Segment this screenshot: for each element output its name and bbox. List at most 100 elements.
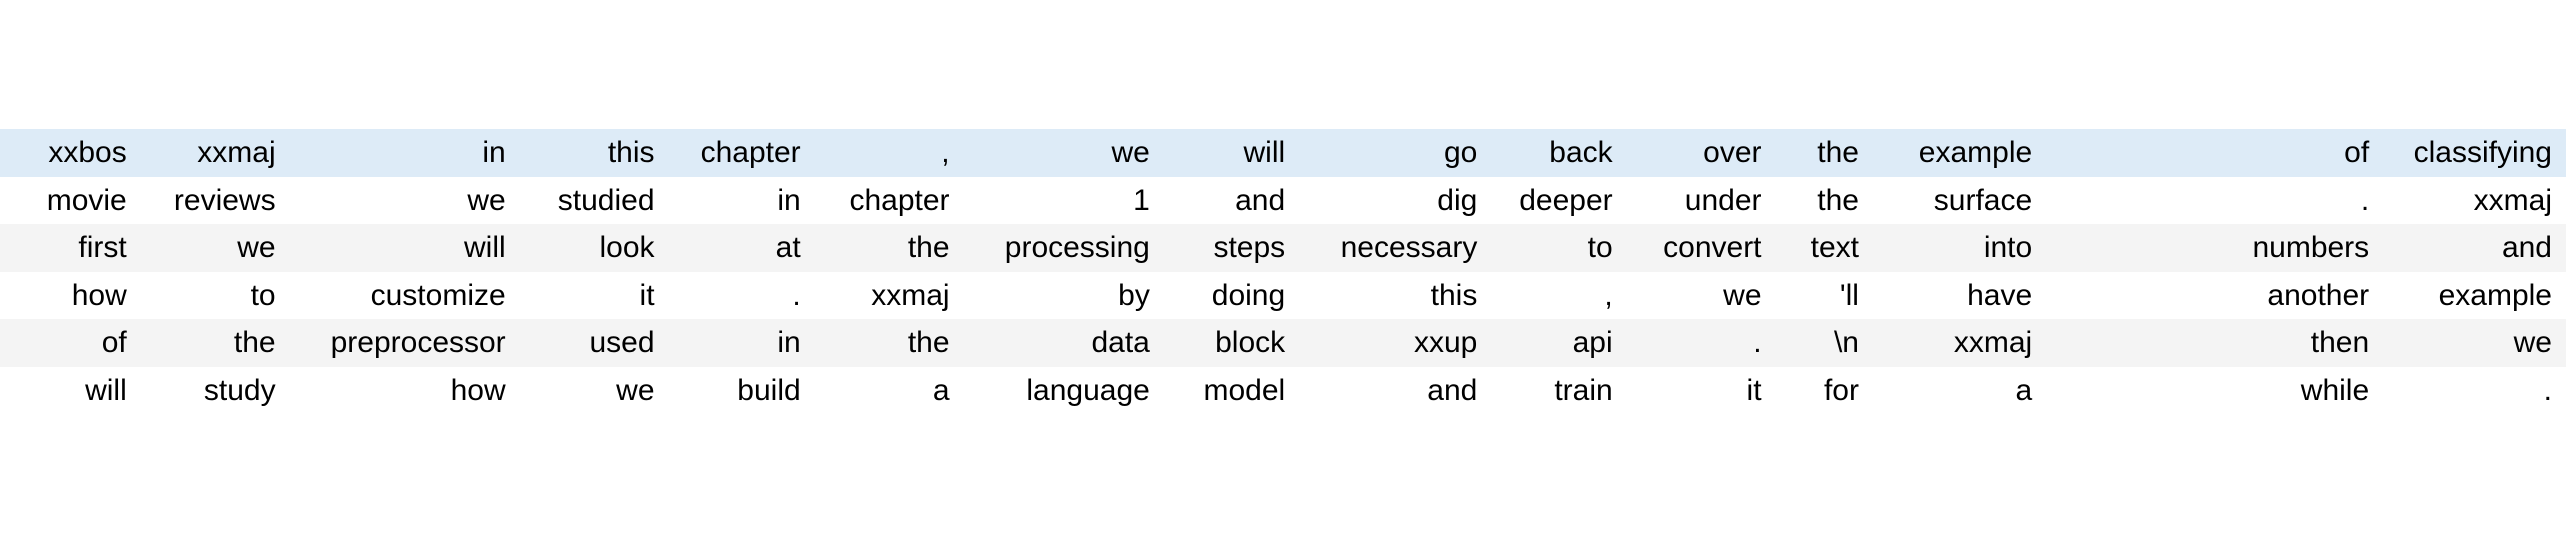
token-cell: surface [1872, 176, 2047, 224]
token-cell: the [814, 319, 964, 367]
token-cell: data [963, 319, 1164, 367]
token-cell: xxmaj [2383, 176, 2566, 224]
token-cell: and [1299, 366, 1492, 414]
token-cell: convert [1626, 224, 1776, 272]
token-cell: xxmaj [140, 129, 290, 177]
token-cell: api [1491, 319, 1627, 367]
token-cell: we [1626, 271, 1776, 319]
token-cell: this [519, 129, 669, 177]
token-cell: it [1626, 366, 1776, 414]
token-cell: build [668, 366, 815, 414]
token-cell: example [2383, 271, 2566, 319]
token-cell: . [1626, 319, 1776, 367]
token-cell: the [814, 224, 964, 272]
token-cell: a [814, 366, 964, 414]
token-cell: we [289, 176, 520, 224]
token-cell: go [1299, 129, 1492, 177]
token-cell: xxbos [0, 129, 141, 177]
token-cell: studied [519, 176, 669, 224]
token-cell: we [2383, 319, 2566, 367]
token-cell: will [1163, 129, 1300, 177]
token-cell: \n [1775, 319, 1873, 367]
token-cell: chapter [814, 176, 964, 224]
token-cell: language [963, 366, 1164, 414]
token-cell: doing [1163, 271, 1300, 319]
token-cell: deeper [1491, 176, 1627, 224]
token-cell: at [668, 224, 815, 272]
token-cell: in [668, 176, 815, 224]
token-cell: we [519, 366, 669, 414]
token-cell: steps [1163, 224, 1300, 272]
token-cell: dig [1299, 176, 1492, 224]
token-cell: reviews [140, 176, 290, 224]
token-cell: numbers [2214, 224, 2384, 272]
token-cell: xxmaj [814, 271, 964, 319]
token-cell: will [289, 224, 520, 272]
token-cell: of [2214, 129, 2384, 177]
token-cell: over [1626, 129, 1776, 177]
token-cell: text [1775, 224, 1873, 272]
token-cell: . [2214, 176, 2384, 224]
token-cell: look [519, 224, 669, 272]
token-cell: will [0, 366, 141, 414]
token-cell: train [1491, 366, 1627, 414]
token-cell: xxmaj [1872, 319, 2047, 367]
token-cell: , [814, 129, 964, 177]
token-cell: the [140, 319, 290, 367]
token-cell: classifying [2383, 129, 2566, 177]
token-cell: study [140, 366, 290, 414]
token-cell: how [0, 271, 141, 319]
token-cell: chapter [668, 129, 815, 177]
token-cell [2046, 129, 2214, 177]
token-cell: preprocessor [289, 319, 520, 367]
token-cell: the [1775, 176, 1873, 224]
token-cell: to [140, 271, 290, 319]
token-cell [2046, 366, 2214, 414]
token-cell: and [2383, 224, 2566, 272]
token-cell: of [0, 319, 141, 367]
token-cell: block [1163, 319, 1300, 367]
token-cell: under [1626, 176, 1776, 224]
token-cell [2046, 271, 2214, 319]
token-cell: by [963, 271, 1164, 319]
token-cell: a [1872, 366, 2047, 414]
token-cell: this [1299, 271, 1492, 319]
token-cell: model [1163, 366, 1300, 414]
token-cell: movie [0, 176, 141, 224]
token-cell: processing [963, 224, 1164, 272]
token-cell: customize [289, 271, 520, 319]
token-cell: another [2214, 271, 2384, 319]
token-cell: to [1491, 224, 1627, 272]
token-cell [2046, 224, 2214, 272]
token-cell: have [1872, 271, 2047, 319]
token-cell: then [2214, 319, 2384, 367]
token-cell: for [1775, 366, 1873, 414]
token-cell: the [1775, 129, 1873, 177]
token-cell: xxup [1299, 319, 1492, 367]
token-cell: . [668, 271, 815, 319]
token-cell: into [1872, 224, 2047, 272]
token-cell: while [2214, 366, 2384, 414]
token-cell [2046, 176, 2214, 224]
token-cell: and [1163, 176, 1300, 224]
token-cell: 'll [1775, 271, 1873, 319]
token-cell: in [289, 129, 520, 177]
token-cell: used [519, 319, 669, 367]
token-cell: it [519, 271, 669, 319]
token-cell [2046, 319, 2214, 367]
token-cell: 1 [963, 176, 1164, 224]
token-cell: back [1491, 129, 1627, 177]
token-cell: we [140, 224, 290, 272]
token-cell: first [0, 224, 141, 272]
token-cell: example [1872, 129, 2047, 177]
token-cell: . [2383, 366, 2566, 414]
